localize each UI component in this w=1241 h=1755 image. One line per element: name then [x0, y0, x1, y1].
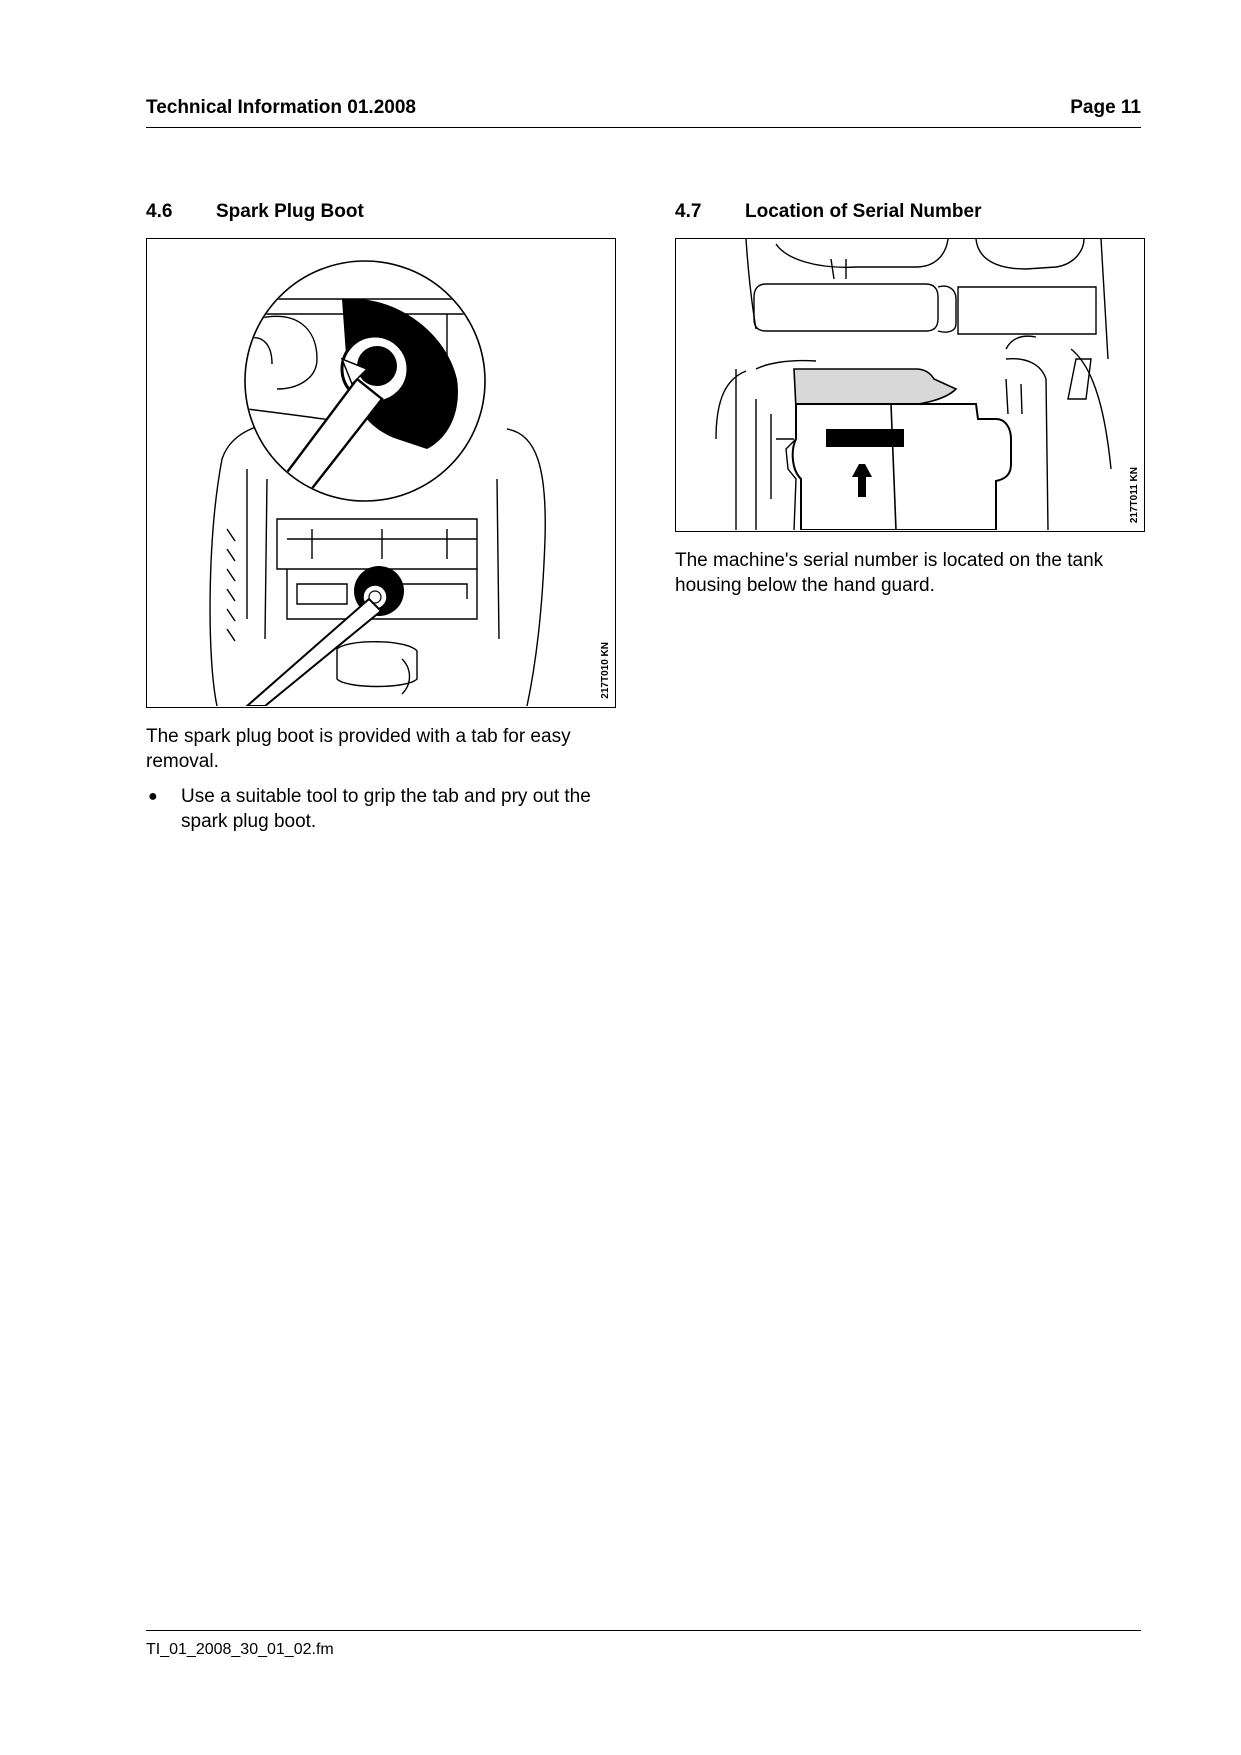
header-rule: [146, 127, 1141, 128]
section-title-location-of-serial-number: Location of Serial Number: [745, 201, 982, 222]
page-number: Page 11: [1070, 97, 1141, 118]
spark-plug-boot-figure: 217T010 KN: [146, 238, 616, 708]
figure-code-217t011: 217T011 KN: [1129, 466, 1140, 523]
spark-plug-paragraph: The spark plug boot is provided with a t…: [146, 724, 626, 774]
footer-rule: [146, 1630, 1141, 1631]
serial-number-illustration: [715, 239, 1112, 530]
serial-number-figure: 217T011 KN: [675, 238, 1145, 532]
header-left: Technical Information 01.2008: [146, 97, 416, 118]
serial-number-paragraph-line-2: housing below the hand guard.: [675, 575, 935, 596]
bullet-line-2: spark plug boot.: [181, 811, 317, 832]
bullet-dot: ●: [148, 788, 158, 805]
spark-plug-paragraph-line-2: removal.: [146, 751, 219, 772]
section-number-4-7: 4.7: [675, 201, 702, 222]
footer-filename: TI_01_2008_30_01_02.fm: [146, 1641, 334, 1658]
section-title-spark-plug-boot: Spark Plug Boot: [216, 201, 364, 222]
spark-plug-boot-illustration: [209, 260, 546, 706]
serial-number-paragraph: The machine's serial number is located o…: [675, 548, 1155, 598]
spark-plug-paragraph-line-1: The spark plug boot is provided with a t…: [146, 726, 571, 747]
serial-number-paragraph-line-1: The machine's serial number is located o…: [675, 550, 1104, 571]
spark-plug-bullet-item: ● Use a suitable tool to grip the tab an…: [146, 784, 626, 834]
figure-code-217t010: 217T010 KN: [600, 642, 611, 699]
bullet-line-1: Use a suitable tool to grip the tab and …: [181, 786, 591, 807]
section-number-4-6: 4.6: [146, 201, 173, 222]
